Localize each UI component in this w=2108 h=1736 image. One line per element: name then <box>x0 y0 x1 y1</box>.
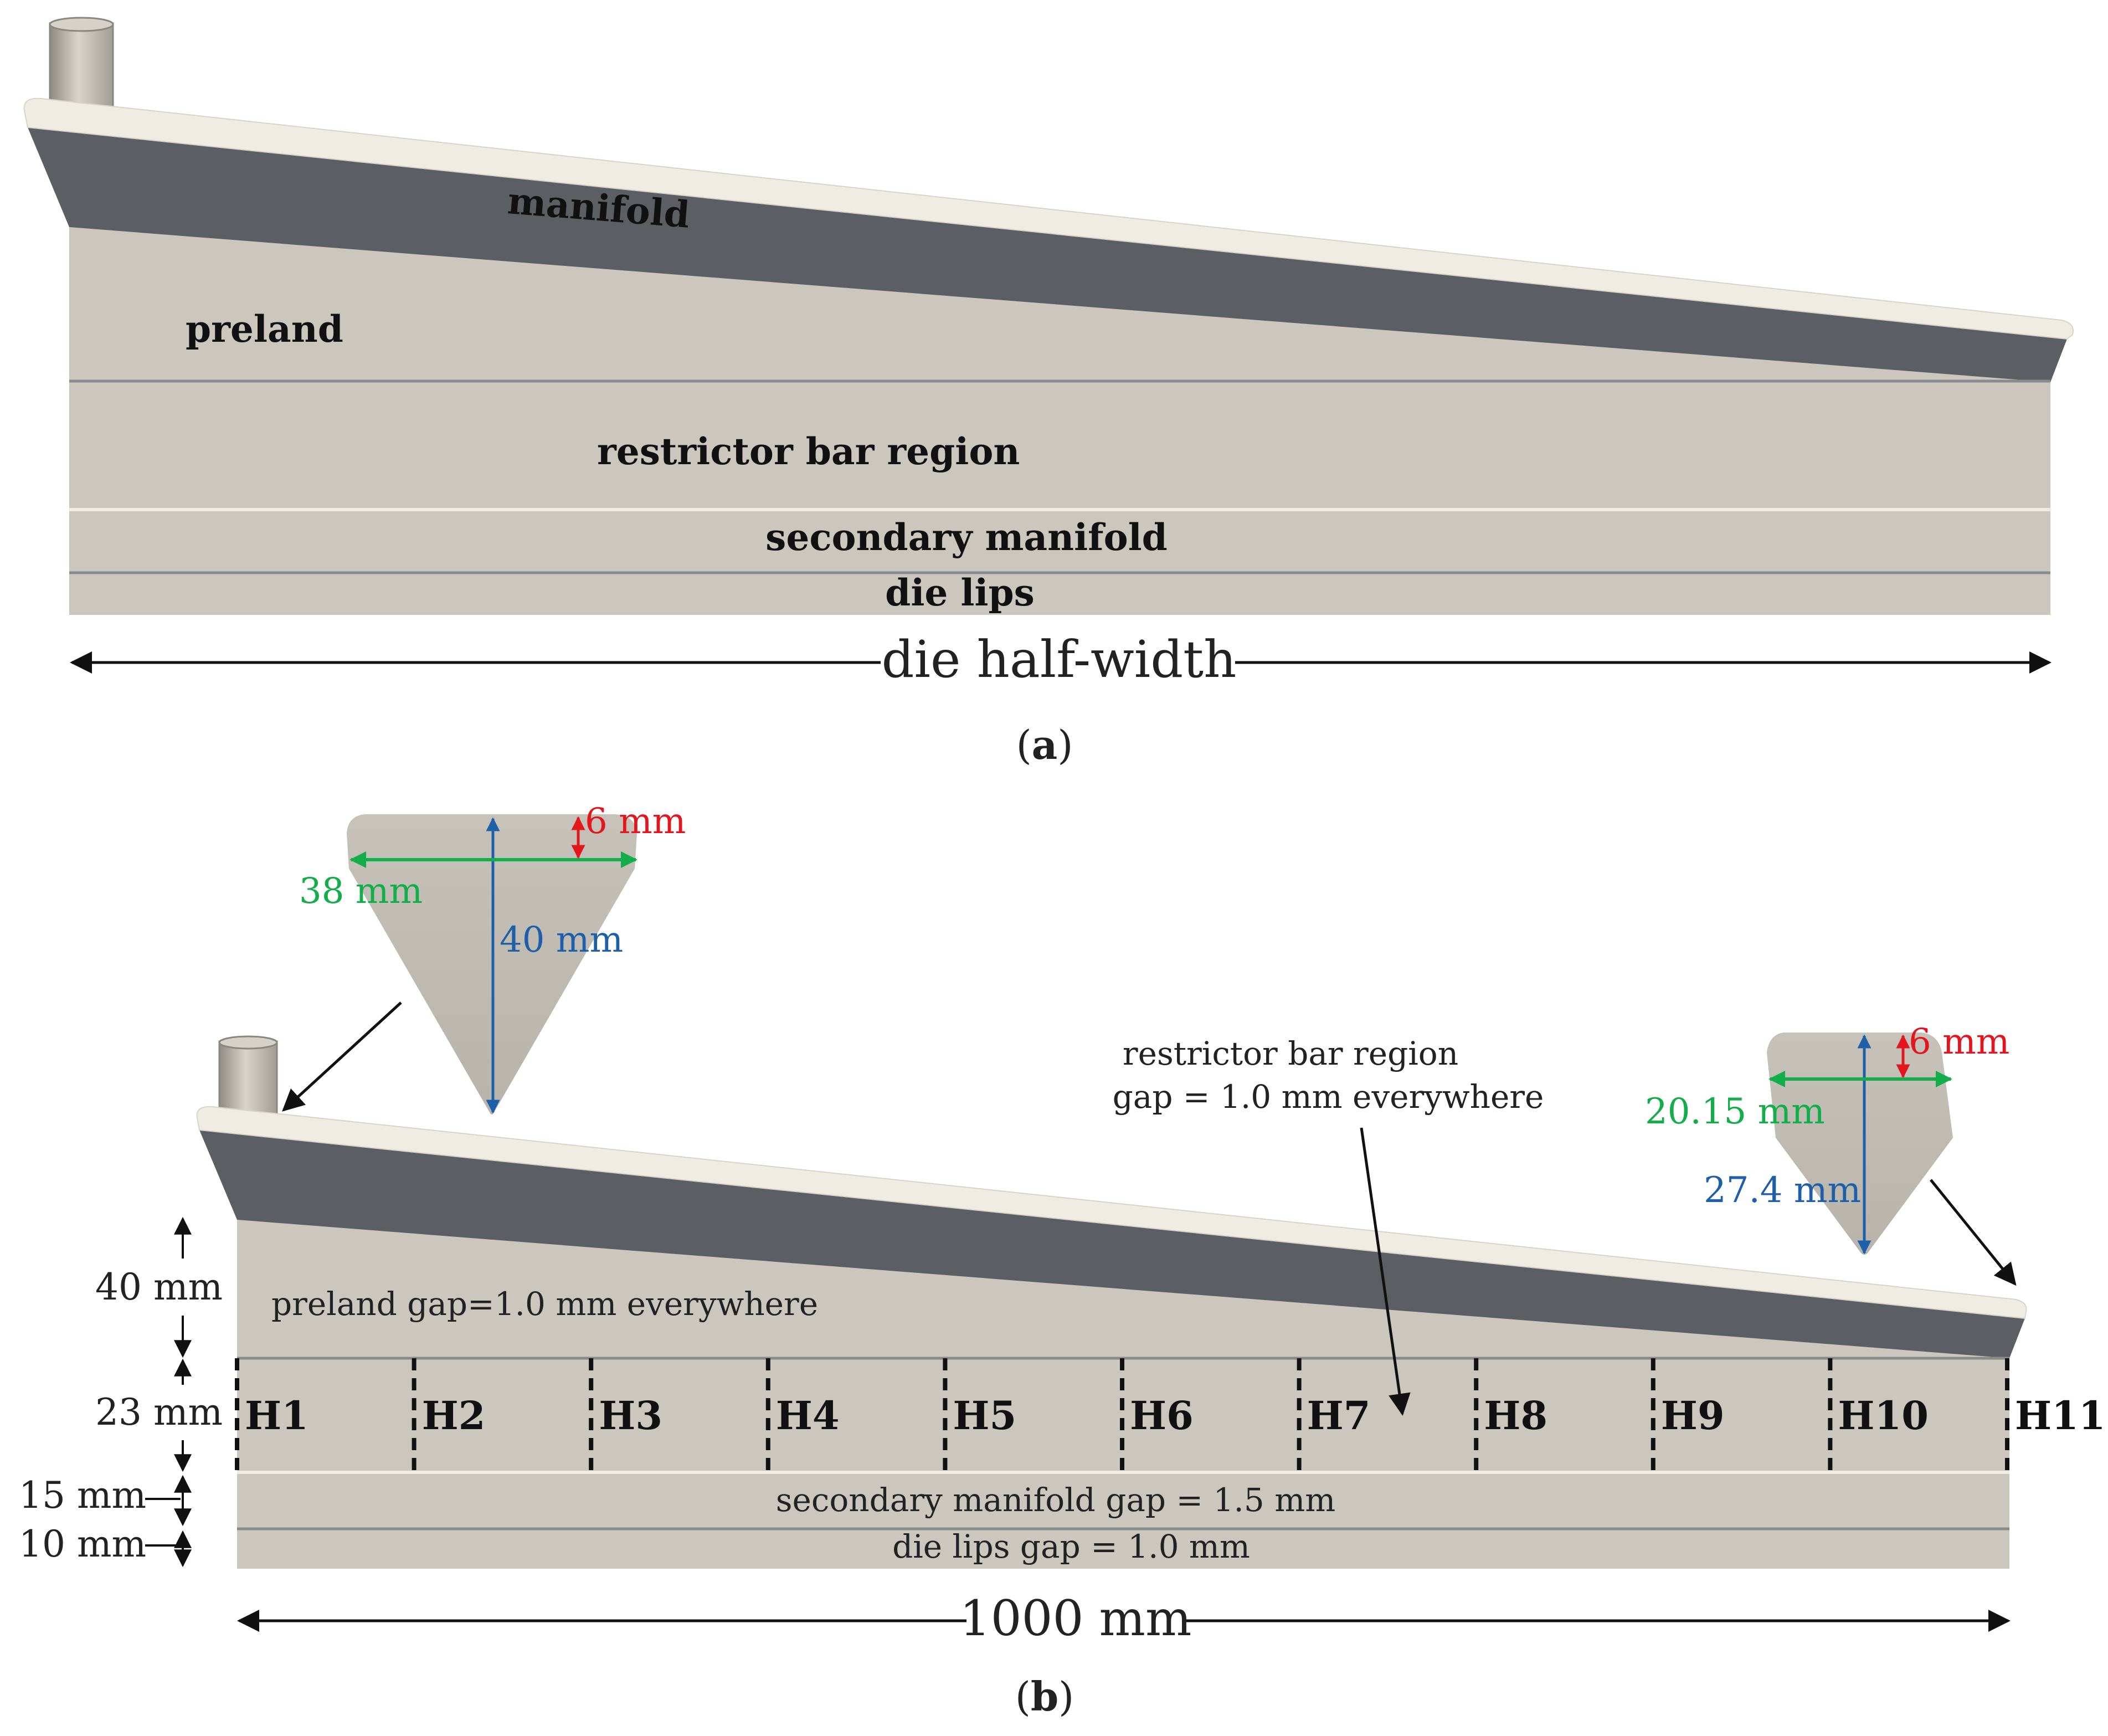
dim-die-lips-label: 10 mm <box>19 1523 146 1565</box>
label-preland-gap: preland gap=1.0 mm everywhere <box>271 1285 818 1323</box>
heater-label-11: H11 <box>2015 1393 2106 1439</box>
heater-label-8: H8 <box>1484 1393 1547 1439</box>
die-lips-region <box>69 573 2050 615</box>
label-preland: preland <box>186 307 343 351</box>
label-die-lips: die lips <box>885 571 1035 614</box>
label-restrictor-line2: gap = 1.0 mm everywhere <box>1113 1078 1544 1116</box>
dim-restrictor-label: 23 mm <box>95 1391 223 1434</box>
label-die-lips-gap: die lips gap = 1.0 mm <box>892 1528 1250 1565</box>
inlet-pipe-b <box>218 1040 278 1120</box>
dim-secondary-label: 15 mm <box>19 1474 146 1517</box>
heater-label-2: H2 <box>422 1393 486 1439</box>
inlet-pipe-top <box>49 17 114 32</box>
inlet-pipe-b-top <box>218 1035 278 1050</box>
panel-b: H1 H2 H3 H4 H5 H6 H7 H8 H9 H10 H11 preland gap=1.0… <box>19 801 2106 1720</box>
heater-label-6: H6 <box>1130 1393 1194 1439</box>
end-cross-section-shape <box>1767 1033 1953 1255</box>
restrictor-pointer <box>1360 1127 1411 1416</box>
secondary-manifold-region <box>69 510 2050 573</box>
inlet-cross-section: 6 mm 38 mm 40 mm <box>282 801 686 1114</box>
end-top-label: 6 mm <box>1909 1021 2009 1062</box>
restrictor-region-b <box>237 1358 2009 1472</box>
inlet-top-label: 6 mm <box>585 801 686 842</box>
left-dimensions: 40 mm 23 mm 15 mm 10 mm <box>19 1216 223 1568</box>
heater-label-4: H4 <box>776 1393 840 1439</box>
heater-label-10: H10 <box>1838 1393 1929 1439</box>
inlet-cross-section-pointer <box>282 1001 402 1112</box>
inlet-height-label: 40 mm <box>500 920 623 961</box>
manifold-band <box>28 127 2067 382</box>
inlet-width-label: 38 mm <box>299 871 423 912</box>
caption-a: (a) <box>1016 721 1073 768</box>
label-restrictor-line1: restrictor bar region <box>1123 1035 1458 1072</box>
heater-label-7: H7 <box>1307 1393 1371 1439</box>
end-height-label: 27.4 mm <box>1704 1170 1861 1211</box>
die-lips-region-b <box>237 1529 2009 1569</box>
manifold-highlight-b <box>196 1106 2027 1319</box>
manifold-band-b <box>199 1130 2025 1358</box>
restrictor-region <box>69 381 2050 510</box>
heater-labels: H1 H2 H3 H4 H5 H6 H7 H8 H9 H10 H11 <box>245 1393 2106 1439</box>
heater-label-1: H1 <box>245 1393 309 1439</box>
heater-label-9: H9 <box>1661 1393 1725 1439</box>
label-restrictor: restrictor bar region <box>597 430 1020 473</box>
label-secondary-gap: secondary manifold gap = 1.5 mm <box>776 1481 1335 1519</box>
label-secondary-manifold: secondary manifold <box>765 516 1168 559</box>
heater-label-5: H5 <box>953 1393 1016 1439</box>
secondary-region-b <box>237 1472 2009 1529</box>
heater-label-3: H3 <box>599 1393 662 1439</box>
dim-preland-label: 40 mm <box>95 1266 223 1308</box>
label-die-half-width: die half-width <box>882 630 1237 689</box>
panel-a: manifold preland restrictor bar region s… <box>23 17 2074 768</box>
end-cross-section: 6 mm 20.15 mm 27.4 mm <box>1645 1021 2017 1286</box>
label-1000mm: 1000 mm <box>960 1590 1192 1647</box>
end-width-label: 20.15 mm <box>1645 1091 1825 1132</box>
caption-b: (b) <box>1015 1673 1074 1720</box>
end-cross-section-pointer <box>1930 1179 2017 1286</box>
manifold-highlight <box>23 97 2074 340</box>
